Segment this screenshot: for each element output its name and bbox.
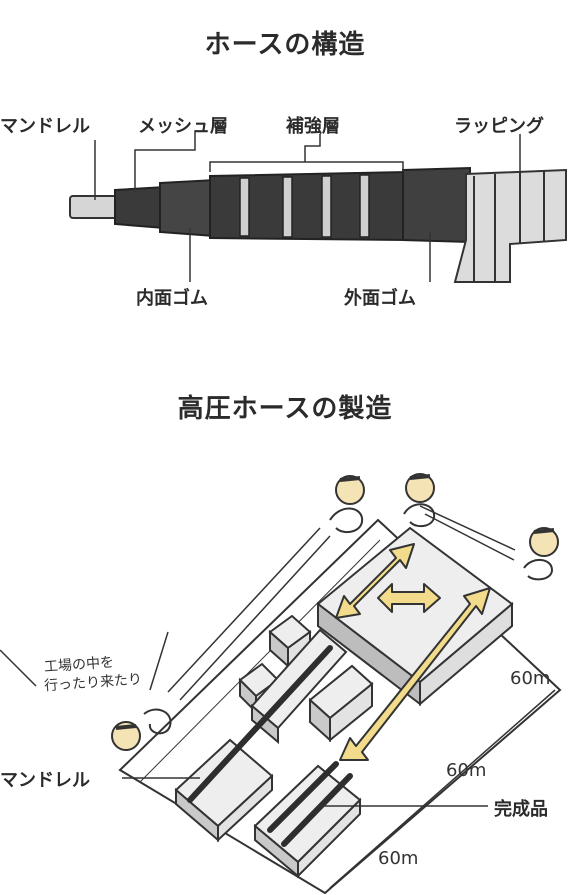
label-finished-product: 完成品 (494, 799, 548, 820)
middle-blocks (238, 614, 374, 743)
arrow-upper (335, 543, 415, 619)
label-mandrel-factory: マンドレル (0, 770, 90, 791)
label-wrapping: ラッピング (454, 116, 544, 137)
figure-left (111, 708, 172, 751)
dimension-right: 60m (510, 668, 551, 689)
running-figures (111, 473, 559, 751)
reinforcement-stripes (239, 174, 370, 238)
label-inner-rubber: 内面ゴム (136, 288, 208, 309)
label-mandrel: マンドレル (0, 116, 90, 137)
structure-leader-lines (94, 132, 521, 282)
structure-title: ホースの構造 (204, 30, 366, 60)
mandrel-rod-long (187, 645, 333, 803)
wrapping (453, 168, 567, 283)
figure-right (523, 527, 559, 581)
label-outer-rubber: 外面ゴム (344, 288, 416, 309)
dimension-bottom: 60m (378, 848, 419, 869)
label-mesh-layer: メッシュ層 (138, 116, 228, 137)
label-reinforcement-layer: 補強層 (286, 116, 340, 137)
dimension-middle: 60m (446, 760, 487, 781)
manufacturing-title: 高圧ホースの製造 (177, 394, 393, 424)
movement-arrows (335, 543, 491, 761)
arrow-large (339, 587, 491, 761)
finished-hose-1 (267, 761, 339, 833)
finished-hose-2 (281, 773, 353, 847)
motion-lines (0, 505, 516, 701)
figure-top-center (403, 473, 436, 528)
figure-top-left (329, 475, 365, 534)
arrow-small (377, 583, 441, 613)
